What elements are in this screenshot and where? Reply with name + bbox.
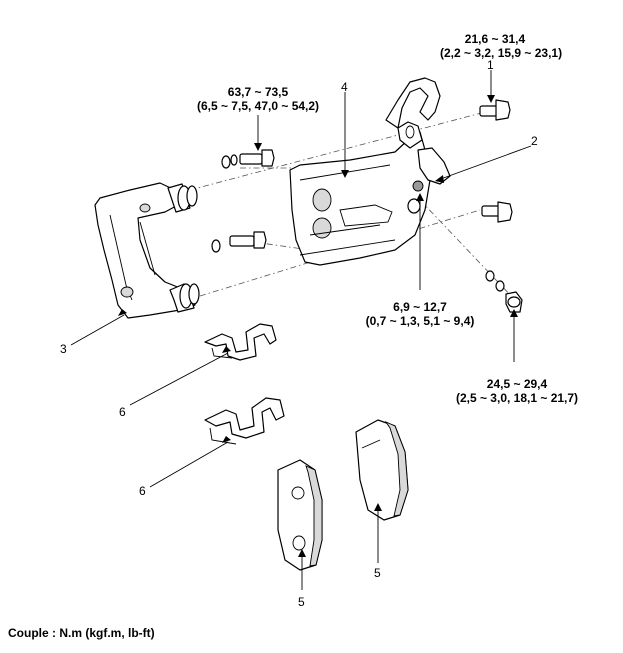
bleeder-torque-spec: 6,9 ~ 12,7 (0,7 ~ 1,3, 5,1 ~ 9,4) xyxy=(355,300,485,328)
guide-bolt-lower xyxy=(211,231,267,253)
callout-6-upper: 6 xyxy=(119,405,126,419)
bleeder-torque-alt: (0,7 ~ 1,3, 5,1 ~ 9,4) xyxy=(365,314,475,328)
brake-pad-left xyxy=(277,459,323,571)
guide-bolt-torque-nm: 63,7 ~ 73,5 xyxy=(227,85,289,99)
leader-lines xyxy=(70,70,532,590)
callout-5-right: 5 xyxy=(374,566,381,580)
arrowheads xyxy=(118,95,518,557)
callout-3: 3 xyxy=(60,342,67,356)
callout-2: 2 xyxy=(531,134,538,148)
pad-clip-lower xyxy=(204,397,285,445)
caliper-carrier-bracket xyxy=(94,182,200,319)
guide-bolt-torque-alt: (6,5 ~ 7,5, 47,0 ~ 54,2) xyxy=(196,99,320,113)
brake-pad-right xyxy=(355,419,409,521)
hose-bolt-torque-spec: 24,5 ~ 29,4 (2,5 ~ 3,0, 18,1 ~ 21,7) xyxy=(447,377,587,405)
alignment-lines xyxy=(189,111,516,301)
hose-bolt-torque-nm: 24,5 ~ 29,4 xyxy=(486,377,548,391)
hose-bolt xyxy=(485,270,523,313)
callout-6-lower: 6 xyxy=(139,484,146,498)
hose-bolt-torque-alt: (2,5 ~ 3,0, 18,1 ~ 21,7) xyxy=(455,391,579,405)
guide-bolt-torque-spec: 63,7 ~ 73,5 (6,5 ~ 7,5, 47,0 ~ 54,2) xyxy=(188,85,328,113)
bolt1-torque-alt: (2,2 ~ 3,2, 15,9 ~ 23,1) xyxy=(440,46,563,60)
callout-5-left: 5 xyxy=(298,595,305,609)
callout-1: 1 xyxy=(487,58,494,72)
bolt1-torque-spec: 21,6 ~ 31,4 (2,2 ~ 3,2, 15,9 ~ 23,1) xyxy=(440,32,563,60)
caliper-body xyxy=(289,77,451,266)
callout-4: 4 xyxy=(341,80,348,94)
pad-clip-upper xyxy=(204,323,277,361)
caliper-bolt-right xyxy=(481,201,513,223)
bleeder-torque-nm: 6,9 ~ 12,7 xyxy=(393,300,447,314)
bolt1-torque-nm: 21,6 ~ 31,4 xyxy=(464,32,526,46)
torque-unit-footer: Couple : N.m (kgf.m, lb-ft) xyxy=(8,626,155,640)
guide-bolt-upper xyxy=(221,149,275,169)
bolt-1 xyxy=(479,99,511,121)
